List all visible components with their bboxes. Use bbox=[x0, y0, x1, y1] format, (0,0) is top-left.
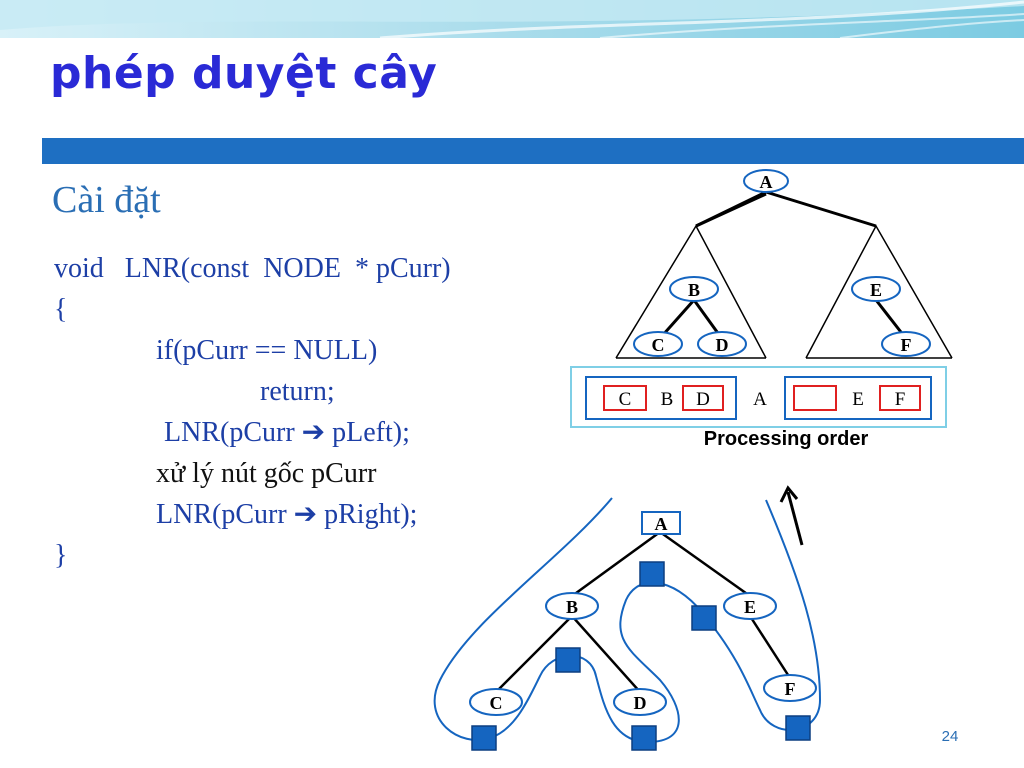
order-item: D bbox=[696, 389, 710, 410]
node-e: E bbox=[851, 276, 901, 302]
section-heading: Cài đặt bbox=[52, 179, 161, 221]
code-line: xử lý nút gốc pCurr bbox=[156, 458, 377, 489]
node-c: C bbox=[469, 688, 523, 716]
code-line: } bbox=[54, 540, 68, 571]
processing-order-label: Processing order bbox=[703, 428, 869, 450]
svg-text:D: D bbox=[634, 693, 647, 713]
svg-text:C: C bbox=[652, 335, 665, 355]
node-a: A bbox=[743, 169, 789, 193]
svg-text:E: E bbox=[870, 280, 882, 300]
code-line: LNR(pCurr ➔ pLeft); bbox=[164, 417, 410, 448]
svg-text:F: F bbox=[901, 335, 912, 355]
top-decoration-band bbox=[0, 0, 1024, 38]
order-item: A bbox=[753, 389, 767, 410]
visit-square bbox=[785, 715, 811, 741]
node-f: F bbox=[881, 331, 931, 357]
page-number: 24 bbox=[941, 728, 959, 745]
title-divider-bar bbox=[42, 138, 1024, 164]
svg-text:B: B bbox=[688, 280, 700, 300]
node-b: B bbox=[545, 592, 599, 620]
code-line: if(pCurr == NULL) bbox=[156, 335, 378, 366]
visit-square bbox=[555, 647, 581, 673]
node-f: F bbox=[763, 674, 817, 702]
order-item: E bbox=[852, 389, 864, 410]
node-e: E bbox=[723, 592, 777, 620]
node-c: C bbox=[633, 331, 683, 357]
node-b: B bbox=[669, 276, 719, 302]
svg-text:F: F bbox=[785, 679, 796, 699]
code-line: void LNR(const NODE * pCurr) bbox=[54, 253, 451, 284]
visit-square bbox=[631, 725, 657, 751]
node-d: D bbox=[697, 331, 747, 357]
slide-title: phép duyệt cây bbox=[50, 48, 438, 99]
visit-square bbox=[691, 605, 717, 631]
visit-square bbox=[471, 725, 497, 751]
decorative-waves bbox=[0, 0, 1024, 38]
svg-text:E: E bbox=[744, 597, 756, 617]
svg-text:D: D bbox=[716, 335, 729, 355]
traversal-path bbox=[433, 497, 822, 744]
order-item: F bbox=[895, 389, 906, 410]
order-item: B bbox=[661, 389, 674, 410]
order-item: C bbox=[619, 389, 632, 410]
code-line: return; bbox=[260, 376, 335, 407]
svg-text:A: A bbox=[760, 172, 773, 192]
svg-text:C: C bbox=[490, 693, 503, 713]
svg-text:A: A bbox=[655, 514, 668, 534]
visit-square bbox=[639, 561, 665, 587]
processing-order-box: C B D A E F bbox=[570, 366, 947, 428]
node-d: D bbox=[613, 688, 667, 716]
code-block: void LNR(const NODE * pCurr) { if(pCurr … bbox=[54, 248, 451, 576]
code-line: { bbox=[54, 294, 68, 325]
svg-text:B: B bbox=[566, 597, 578, 617]
node-a: A bbox=[641, 511, 681, 535]
code-line: LNR(pCurr ➔ pRight); bbox=[156, 499, 418, 530]
